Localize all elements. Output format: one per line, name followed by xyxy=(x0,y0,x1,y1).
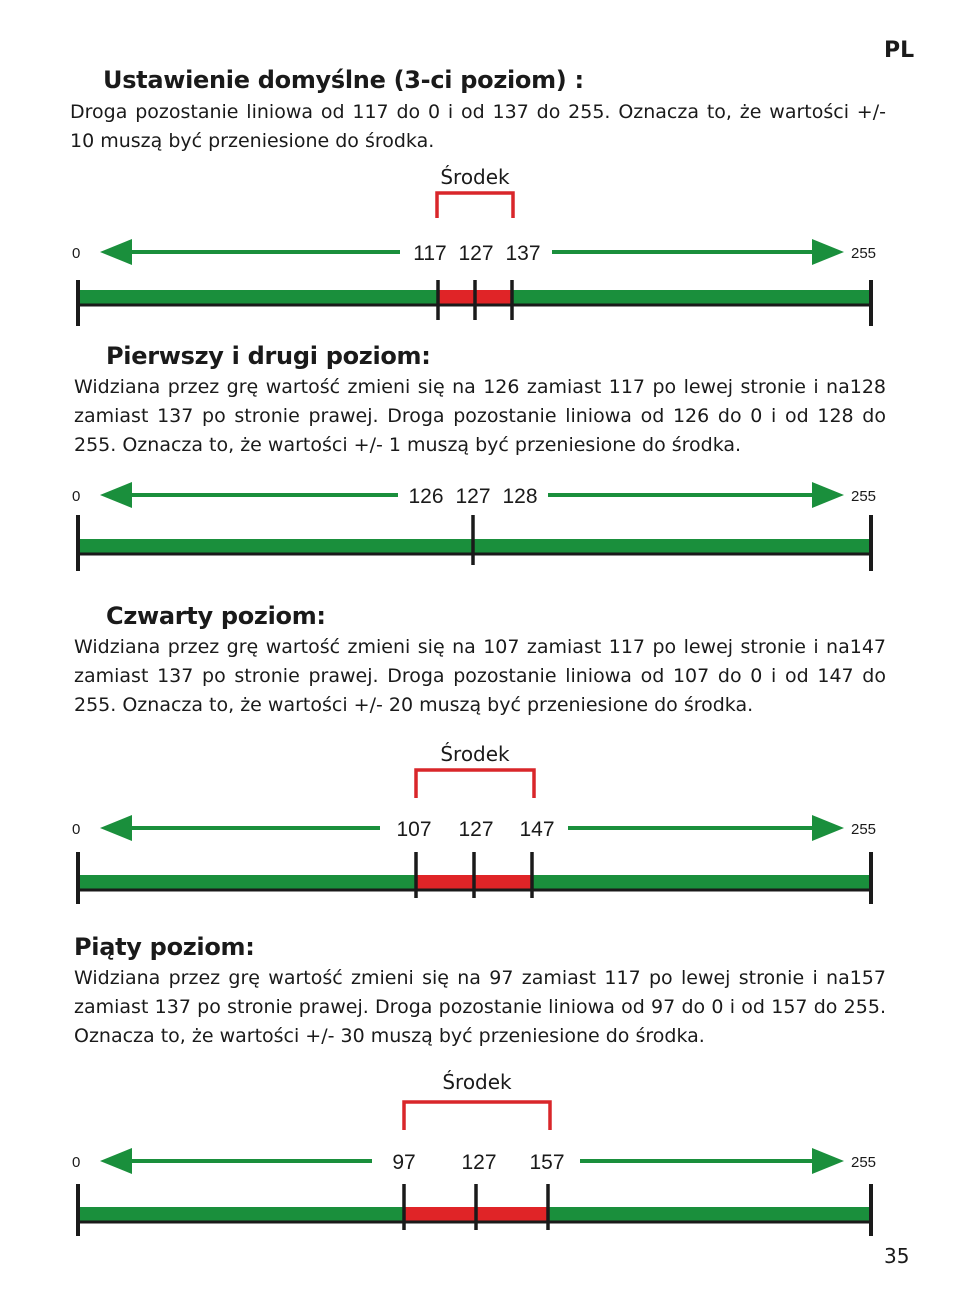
center-bracket xyxy=(435,191,515,218)
section-text-level-1-2: Widziana przez grę wartość zmieni się na… xyxy=(74,376,886,456)
middle-label: Środek xyxy=(442,1070,512,1094)
section-text-level-5: Widziana przez grę wartość zmieni się na… xyxy=(74,967,886,1047)
left-arrow-head xyxy=(100,1148,132,1174)
section-heading-default: Ustawienie domyślne (3-ci poziom) : xyxy=(103,66,584,94)
deadzone-diagram-level-1-2: 0 255 126 127 128 xyxy=(72,482,876,571)
right-arrow-head xyxy=(812,482,844,508)
center-bracket xyxy=(402,1100,552,1130)
value-label: 127 xyxy=(458,242,493,265)
scale-min-label: 0 xyxy=(72,488,80,505)
section-text-default: Droga pozostanie liniowa od 117 do 0 i o… xyxy=(70,101,886,152)
value-label: 128 xyxy=(502,485,537,508)
scale-min-label: 0 xyxy=(72,821,80,838)
value-label: 147 xyxy=(519,818,554,841)
section-text-level-4: Widziana przez grę wartość zmieni się na… xyxy=(74,636,886,716)
middle-label: Środek xyxy=(440,742,510,766)
left-arrow-head xyxy=(100,482,132,508)
scale-max-label: 255 xyxy=(851,245,876,262)
scale-max-label: 255 xyxy=(851,488,876,505)
value-label: 97 xyxy=(392,1151,415,1174)
right-arrow-head xyxy=(812,1148,844,1174)
deadzone-diagram-default: Środek 0 255 117 127 137 xyxy=(72,165,876,326)
value-label: 127 xyxy=(458,818,493,841)
value-label: 107 xyxy=(396,818,431,841)
scale-min-label: 0 xyxy=(72,1154,80,1171)
right-arrow-head xyxy=(812,815,844,841)
deadzone-diagram-level-4: Środek 0 255 107 127 147 xyxy=(72,742,876,904)
language-label: PL xyxy=(884,38,915,63)
section-heading-level-4: Czwarty poziom: xyxy=(106,602,326,630)
scale-min-label: 0 xyxy=(72,245,80,262)
middle-label: Środek xyxy=(440,165,510,189)
center-bracket xyxy=(414,768,536,798)
value-label: 137 xyxy=(505,242,540,265)
section-heading-level-1-2: Pierwszy i drugi poziom: xyxy=(106,342,431,370)
value-label: 127 xyxy=(461,1151,496,1174)
left-arrow-head xyxy=(100,239,132,265)
deadzone-diagram-level-5: Środek 0 255 97 127 157 xyxy=(72,1070,876,1236)
page-number: 35 xyxy=(884,1244,910,1268)
value-label: 126 xyxy=(408,485,443,508)
value-label: 117 xyxy=(413,242,446,265)
left-arrow-head xyxy=(100,815,132,841)
section-heading-level-5: Piąty poziom: xyxy=(74,933,255,961)
right-arrow-head xyxy=(812,239,844,265)
scale-max-label: 255 xyxy=(851,1154,876,1171)
value-label: 157 xyxy=(529,1151,564,1174)
scale-max-label: 255 xyxy=(851,821,876,838)
value-label: 127 xyxy=(455,485,490,508)
